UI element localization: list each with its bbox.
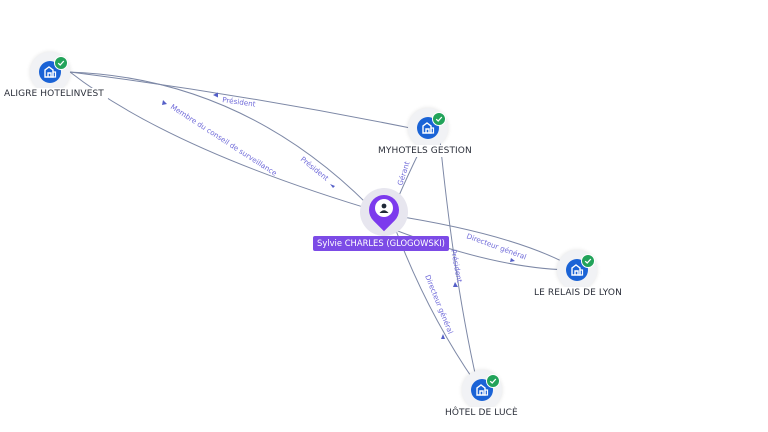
edge-label-person-relais: Directeur général	[465, 231, 527, 261]
edge-myhotels-luce[interactable]	[439, 139, 481, 396]
node-hotel-de-luce[interactable]	[462, 370, 502, 410]
verified-check-icon	[486, 374, 500, 388]
verified-check-icon	[581, 254, 595, 268]
arrow-marker	[330, 184, 335, 188]
edge-label-myhotels-luce: Président	[449, 249, 464, 284]
node-label-aligre[interactable]: ALIGRE HOTELINVEST	[0, 88, 108, 100]
edge-label-person-luce: Directeur général	[423, 273, 455, 335]
arrow-marker	[441, 334, 445, 339]
edge-aligre-myhotels[interactable]	[69, 71, 431, 133]
node-label-relais[interactable]: LE RELAIS DE LYON	[530, 287, 626, 299]
node-myhotels-gestion[interactable]	[408, 108, 448, 148]
node-label-person[interactable]: Sylvie CHARLES (GLOGOWSKI)	[313, 236, 449, 251]
node-person[interactable]	[360, 188, 408, 236]
person-icon	[375, 199, 393, 217]
arrow-marker	[453, 282, 458, 287]
edge-person-aligre-president[interactable]	[67, 71, 391, 229]
node-label-myhotels[interactable]: MYHOTELS GESTION	[374, 145, 476, 157]
verified-check-icon	[54, 56, 68, 70]
arrow-marker	[213, 92, 218, 98]
node-aligre-hotelinvest[interactable]	[30, 52, 70, 92]
verified-check-icon	[432, 112, 446, 126]
node-le-relais-de-lyon[interactable]	[557, 250, 597, 290]
arrow-marker	[162, 100, 167, 105]
node-label-luce[interactable]: HÔTEL DE LUCÈ	[441, 407, 522, 419]
arrow-marker	[510, 258, 515, 262]
